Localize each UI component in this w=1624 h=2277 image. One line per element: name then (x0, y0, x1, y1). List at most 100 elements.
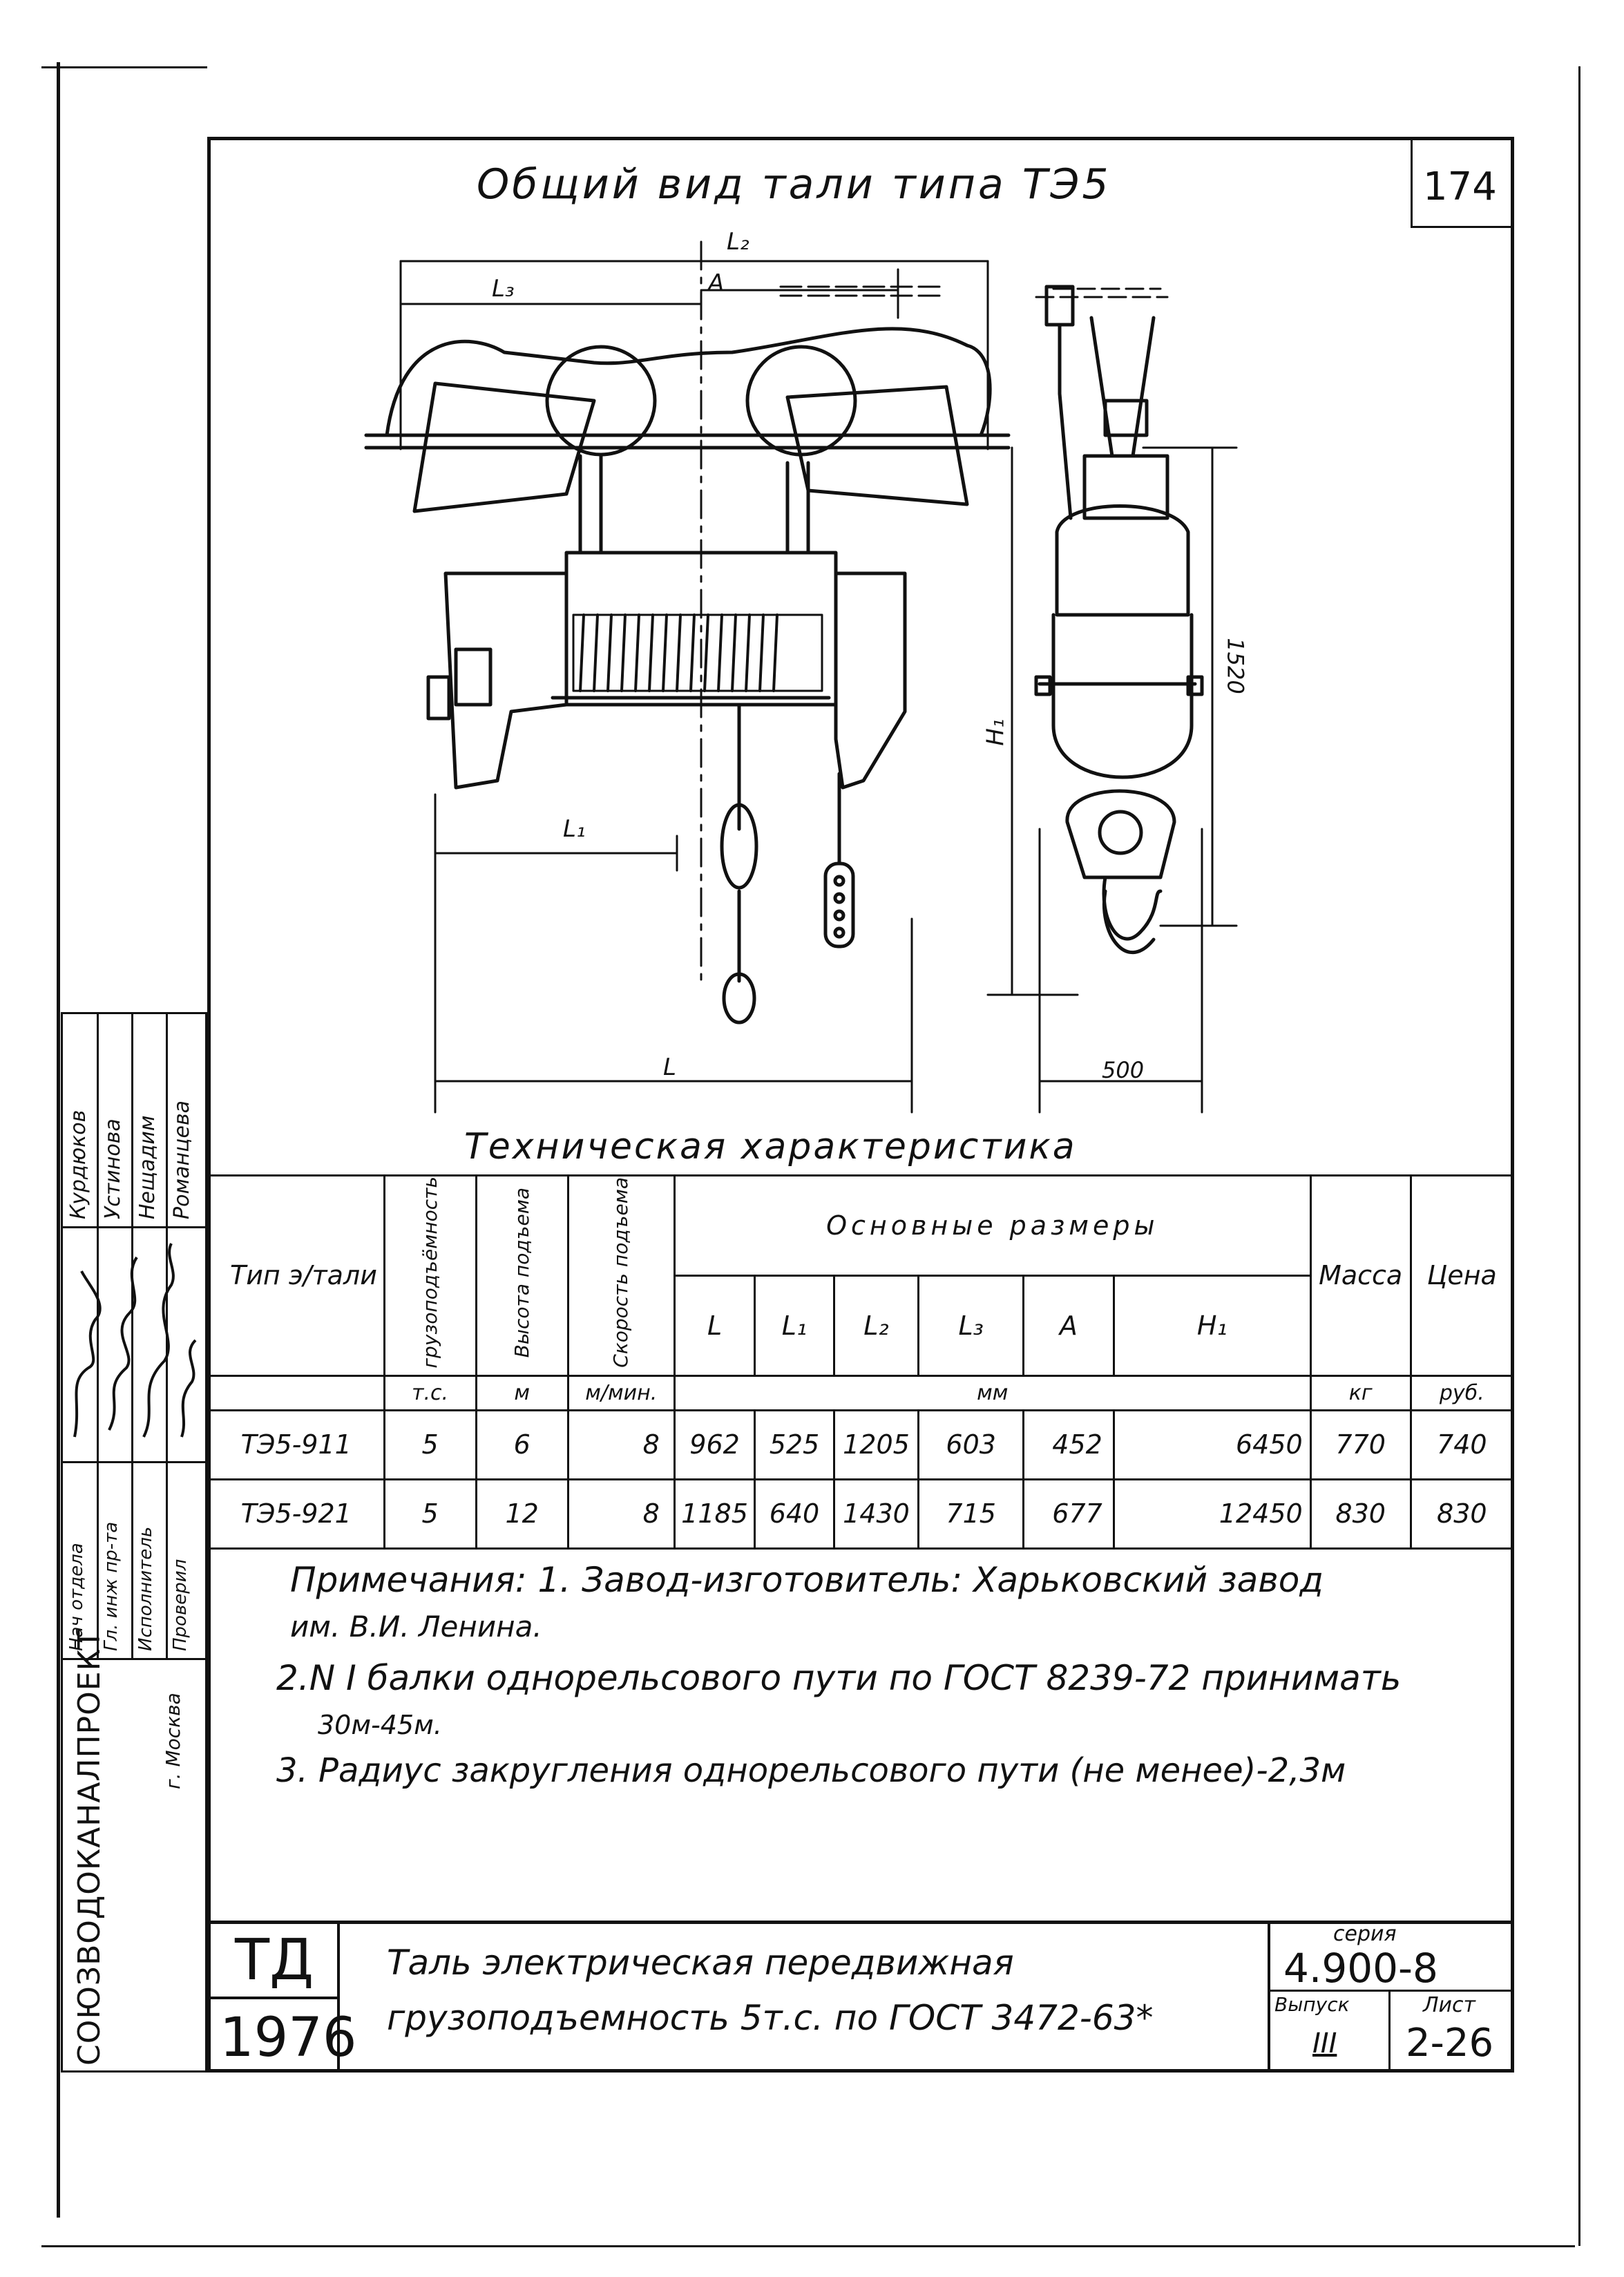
title-block-top-border (207, 1921, 1514, 1924)
side-stamp-divider-1 (61, 1226, 207, 1228)
dim-label-1520: 1520 (1222, 638, 1249, 694)
unit-height: м (475, 1374, 569, 1411)
title-block-series-divider (1268, 1990, 1514, 1992)
cell-h1: 12450 (1112, 1478, 1312, 1550)
cell-l2: 1205 (832, 1409, 920, 1480)
dim-label-l1: L₁ (563, 815, 586, 843)
cell-height: 6 (475, 1409, 569, 1480)
side-name-1: Курдюков (66, 1109, 90, 1219)
cell-l: 1185 (673, 1478, 756, 1550)
right-trim-line (1578, 66, 1580, 2246)
header-capacity: грузоподъёмность (383, 1174, 477, 1377)
side-stamp-signatures (73, 1243, 197, 1438)
unit-price: руб. (1409, 1374, 1515, 1411)
side-name-2: Устинова (101, 1118, 125, 1219)
cell-l1: 525 (754, 1409, 835, 1480)
unit-empty (207, 1374, 385, 1411)
note-line-5: 3. Радиус закругления однорельсового пут… (276, 1751, 1346, 1790)
cell-speed: 8 (566, 1409, 676, 1480)
unit-mass: кг (1309, 1374, 1412, 1411)
cell-a: 677 (1022, 1478, 1115, 1550)
cell-type: ТЭ5-921 (207, 1478, 385, 1550)
cell-speed: 8 (566, 1478, 676, 1550)
note-line-3: 2.N I балки однорельсового пути по ГОСТ … (276, 1658, 1402, 1698)
header-price: Цена (1409, 1174, 1515, 1377)
cell-l1: 640 (754, 1478, 835, 1550)
cell-price: 830 (1409, 1478, 1515, 1550)
cell-l2: 1430 (832, 1478, 920, 1550)
side-stamp-col-2 (131, 1012, 133, 1658)
side-stamp-col-1 (97, 1012, 99, 1658)
sheet-label: Лист (1423, 1993, 1476, 2017)
header-main-sizes: Основные размеры (673, 1174, 1312, 1277)
header-dim-a: A (1022, 1274, 1115, 1377)
title-block-right-divider (1268, 1921, 1270, 2073)
side-org: СОЮЗВОДОКАНАЛПРОЕКТ (72, 1629, 107, 2066)
issue-label: Выпуск (1274, 1993, 1350, 2016)
drawing-frame (207, 137, 1514, 2073)
header-height: Высота подъема (475, 1174, 569, 1377)
title-block-caption-2: грузоподъемность 5т.с. по ГОСТ 3472-63* (387, 1998, 1154, 2038)
cell-type: ТЭ5-911 (207, 1409, 385, 1480)
sheet-value: 2-26 (1406, 2021, 1494, 2066)
cell-capacity: 5 (383, 1409, 477, 1480)
tech-title: Техническая характеристика (464, 1126, 1077, 1168)
cell-mass: 830 (1309, 1478, 1412, 1550)
table-row: ТЭ5-911 5 6 8 962 525 1205 603 452 6450 … (207, 1409, 1515, 1480)
unit-capacity: т.с. (383, 1374, 477, 1411)
header-speed: Скорость подъема (566, 1174, 676, 1377)
table-row: ТЭ5-921 5 12 8 1185 640 1430 715 677 124… (207, 1478, 1515, 1550)
header-dim-l1: L₁ (754, 1274, 835, 1377)
sheet-number: 174 (1423, 164, 1497, 209)
side-stamp (61, 1012, 207, 2073)
cell-l3: 603 (917, 1409, 1025, 1480)
spec-table: Тип э/тали грузоподъёмность Высота подъе… (207, 1174, 1515, 1550)
unit-mm: мм (673, 1374, 1312, 1411)
side-name-3: Нещадим (135, 1115, 160, 1219)
cell-l3: 715 (917, 1478, 1025, 1550)
top-trim-line (41, 66, 207, 68)
title-block-mark-divider (207, 1997, 338, 1999)
bottom-trim-line (41, 2245, 1575, 2247)
header-dim-l3: L₃ (917, 1274, 1025, 1377)
title-block-mark: ТД (235, 1927, 314, 1993)
header-dim-l2: L₂ (832, 1274, 920, 1377)
sheet-number-box (1411, 137, 1514, 228)
series-label: серия (1333, 1922, 1397, 1946)
cell-capacity: 5 (383, 1478, 477, 1550)
cell-mass: 770 (1309, 1409, 1412, 1480)
dim-label-h1: H₁ (982, 718, 1010, 746)
side-stamp-divider-2 (61, 1461, 207, 1463)
header-type: Тип э/тали (207, 1174, 385, 1377)
note-line-1: Примечания: 1. Завод-изготовитель: Харьк… (290, 1560, 1324, 1600)
side-city: г. Москва (162, 1693, 184, 1789)
dim-label-l2: L₂ (727, 228, 749, 256)
series-value: 4.900-8 (1283, 1945, 1438, 1992)
hoist-drawing (364, 240, 1238, 1114)
cell-l: 962 (673, 1409, 756, 1480)
dim-label-a: A (708, 269, 725, 297)
side-name-4: Романцева (170, 1100, 194, 1219)
cell-h1: 6450 (1112, 1409, 1312, 1480)
header-dim-h1: H₁ (1112, 1274, 1312, 1377)
note-line-2: им. В.И. Ленина. (290, 1610, 542, 1644)
issue-value: III (1312, 2028, 1337, 2059)
binding-line (57, 62, 60, 2218)
unit-speed: м/мин. (566, 1374, 676, 1411)
title-block-sheet-divider (1388, 1990, 1391, 2073)
dim-label-l3: L₃ (492, 275, 515, 303)
side-stamp-divider-3 (61, 1658, 207, 1660)
cell-height: 12 (475, 1478, 569, 1550)
cell-price: 740 (1409, 1409, 1515, 1480)
header-dim-l: L (673, 1274, 756, 1377)
page-title: Общий вид тали типа ТЭ5 (477, 160, 1111, 209)
title-block-caption-1: Таль электрическая передвижная (387, 1943, 1014, 1983)
title-block-left-divider (337, 1921, 340, 2073)
side-role-4: Проверил (170, 1559, 191, 1651)
dim-label-500: 500 (1102, 1057, 1145, 1083)
header-mass: Масса (1309, 1174, 1412, 1377)
title-block-year: 1976 (220, 2007, 357, 2069)
note-line-4: 30м-45м. (318, 1710, 442, 1740)
cell-a: 452 (1022, 1409, 1115, 1480)
side-role-3: Исполнитель (135, 1526, 156, 1651)
